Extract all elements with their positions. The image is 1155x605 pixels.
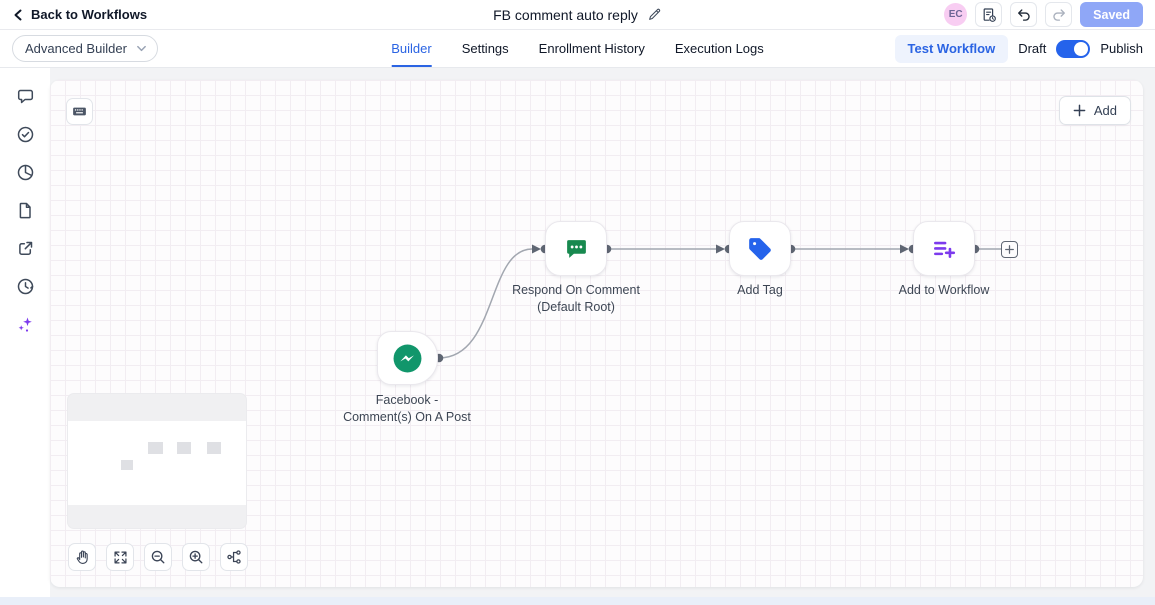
keyboard-icon [73, 107, 86, 116]
tab-enrollment-history[interactable]: Enrollment History [538, 40, 645, 56]
add-action-button[interactable]: Add [1058, 96, 1131, 125]
node-respond-on-comment[interactable] [545, 221, 607, 276]
saved-button[interactable]: Saved [1080, 2, 1143, 27]
minimap-node [207, 442, 221, 454]
sidebar-item-documents[interactable] [12, 197, 38, 223]
minimap[interactable] [68, 394, 246, 528]
publish-label: Publish [1100, 41, 1143, 56]
undo-icon [1017, 8, 1030, 21]
fit-view-button[interactable] [106, 543, 134, 571]
minimap-viewport [68, 421, 246, 505]
tag-icon [749, 237, 771, 260]
ai-sparkles-icon [18, 317, 32, 332]
draft-label: Draft [1018, 41, 1047, 56]
chevron-down-icon [137, 45, 146, 52]
node-label-add-tag: Add Tag [737, 283, 783, 297]
minimap-node [148, 442, 163, 454]
zoom-out-button[interactable] [144, 543, 172, 571]
messenger-icon [393, 344, 422, 372]
undo-button[interactable] [1010, 2, 1038, 27]
sidebar-item-ai[interactable] [12, 311, 38, 337]
avatar[interactable]: EC [944, 3, 968, 26]
node-label-respond-on-comment: Respond On Comment (Default Root) [512, 283, 640, 314]
playlist-add-icon [934, 241, 956, 258]
fit-view-icon [113, 550, 127, 564]
node-add-to-workflow[interactable] [913, 221, 975, 276]
check-circle-icon [17, 126, 33, 142]
add-next-action-button[interactable] [1001, 241, 1018, 258]
auto-layout-icon [227, 550, 241, 564]
left-icon-rail [0, 68, 50, 605]
back-to-workflows-link[interactable]: Back to Workflows [12, 7, 147, 22]
auto-layout-button[interactable] [220, 543, 248, 571]
sidebar-item-stats[interactable] [12, 159, 38, 185]
version-history-button[interactable] [975, 2, 1003, 27]
zoom-out-icon [151, 550, 165, 564]
node-label-facebook-trigger: Facebook - Comment(s) On A Post [343, 393, 471, 424]
minimap-node [121, 460, 133, 470]
plus-icon [1005, 245, 1014, 254]
canvas-controls [68, 543, 248, 571]
redo-button[interactable] [1045, 2, 1073, 27]
publish-toggle[interactable] [1056, 39, 1091, 58]
document-icon [19, 202, 31, 218]
tab-builder[interactable]: Builder [391, 30, 432, 67]
builder-mode-select[interactable]: Advanced Builder [12, 35, 158, 62]
menu-bar: Advanced Builder Builder Settings Enroll… [0, 30, 1155, 68]
builder-mode-label: Advanced Builder [25, 41, 127, 56]
node-add-tag[interactable] [729, 221, 791, 276]
sidebar-item-comments[interactable] [12, 83, 38, 109]
external-link-icon [18, 241, 32, 255]
redo-icon [1052, 8, 1065, 21]
back-label: Back to Workflows [31, 7, 148, 22]
workflow-title: FB comment auto reply [493, 6, 638, 23]
history-icon [17, 278, 33, 294]
add-button-label: Add [1093, 103, 1117, 118]
minimap-node [177, 442, 191, 454]
top-bar-actions: EC [944, 2, 1143, 27]
workflow-canvas[interactable]: Add [50, 80, 1143, 587]
menu-bar-actions: Test Workflow Draft Publish [894, 34, 1143, 63]
comment-icon [17, 89, 33, 103]
pan-mode-button[interactable] [68, 543, 96, 571]
workflow-tabs: Builder Settings Enrollment History Exec… [391, 30, 764, 67]
pie-chart-icon [17, 164, 33, 180]
zoom-in-button[interactable] [182, 543, 210, 571]
tab-settings[interactable]: Settings [461, 40, 509, 56]
sidebar-item-external[interactable] [12, 235, 38, 261]
bottom-strip [0, 597, 1155, 605]
comment-dots-icon [566, 240, 586, 258]
chevron-left-icon [14, 9, 22, 20]
keyboard-shortcuts-button[interactable] [66, 98, 93, 125]
plus-icon [1073, 104, 1086, 117]
hand-icon [76, 550, 88, 564]
document-history-icon [983, 7, 996, 22]
zoom-in-icon [189, 550, 203, 564]
toggle-knob [1074, 41, 1089, 56]
sidebar-item-checks[interactable] [12, 121, 38, 147]
tab-execution-logs[interactable]: Execution Logs [674, 40, 764, 56]
test-workflow-button[interactable]: Test Workflow [894, 34, 1009, 63]
content-area: Add [0, 68, 1155, 605]
sidebar-item-history[interactable] [12, 273, 38, 299]
node-label-add-to-workflow: Add to Workflow [898, 283, 990, 297]
top-bar: Back to Workflows FB comment auto reply … [0, 0, 1155, 30]
edit-title-icon[interactable] [647, 7, 662, 22]
node-facebook-trigger[interactable] [377, 331, 438, 385]
